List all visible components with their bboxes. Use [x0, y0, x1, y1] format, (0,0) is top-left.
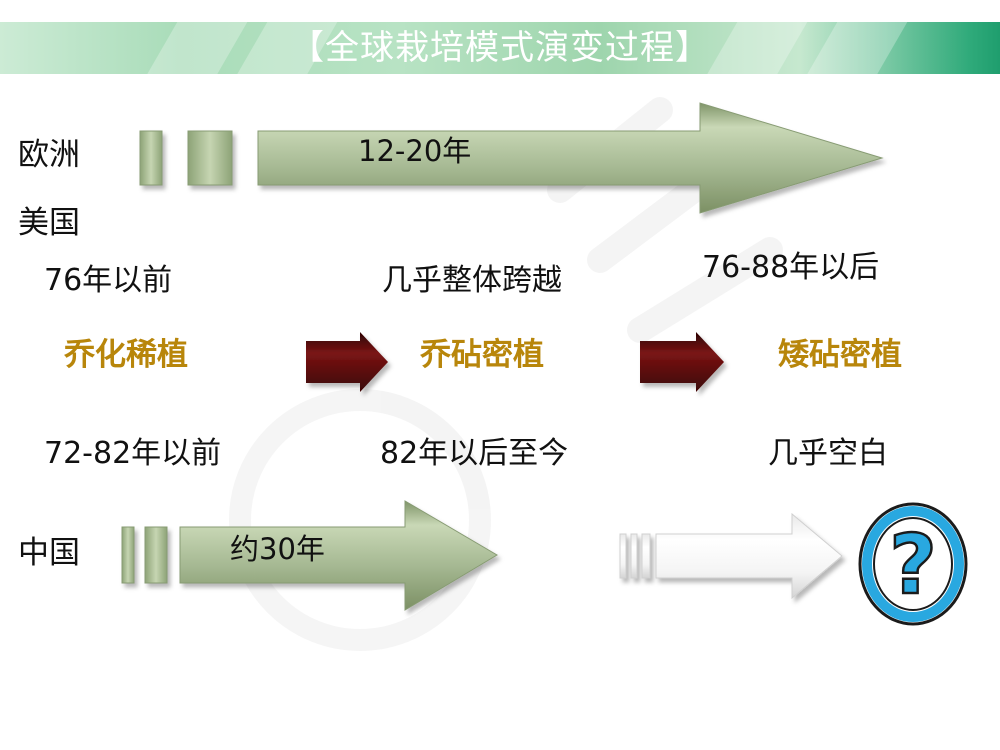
- mode-label-3: 矮砧密植: [778, 337, 902, 373]
- china-period-2: 82年以后至今: [380, 436, 569, 471]
- question-mark-icon: ?: [858, 502, 968, 626]
- era-label-2: 几乎整体跨越: [382, 263, 562, 298]
- region-europe: 欧洲: [18, 137, 80, 173]
- china-bar-1: [121, 526, 135, 584]
- china-period-3: 几乎空白: [768, 436, 888, 471]
- china-bar-2: [144, 526, 168, 584]
- question-mark-glyph: ?: [889, 518, 937, 613]
- china-main-arrow: [179, 500, 498, 611]
- transition-arrow-1: [306, 332, 388, 392]
- europe-duration-label: 12-20年: [358, 134, 472, 168]
- region-china: 中国: [18, 535, 80, 571]
- europe-bar-2: [187, 130, 233, 186]
- europe-timeline-arrow: [139, 102, 884, 214]
- future-white-arrow: [619, 512, 843, 600]
- transition-arrow-2: [640, 332, 724, 392]
- page-title: 【全球栽培模式演变过程】: [290, 28, 710, 68]
- china-timeline-arrow: [121, 500, 498, 611]
- era-label-3: 76-88年以后: [702, 250, 880, 285]
- europe-main-arrow: [257, 102, 884, 214]
- europe-bar-1: [139, 130, 163, 186]
- title-banner: [0, 22, 1000, 74]
- china-duration-label: 约30年: [230, 532, 325, 566]
- era-label-1: 76年以前: [44, 263, 173, 298]
- mode-label-2: 乔砧密植: [420, 337, 544, 373]
- china-period-1: 72-82年以前: [44, 436, 222, 471]
- mode-label-1: 乔化稀植: [64, 337, 188, 373]
- region-usa: 美国: [18, 205, 80, 241]
